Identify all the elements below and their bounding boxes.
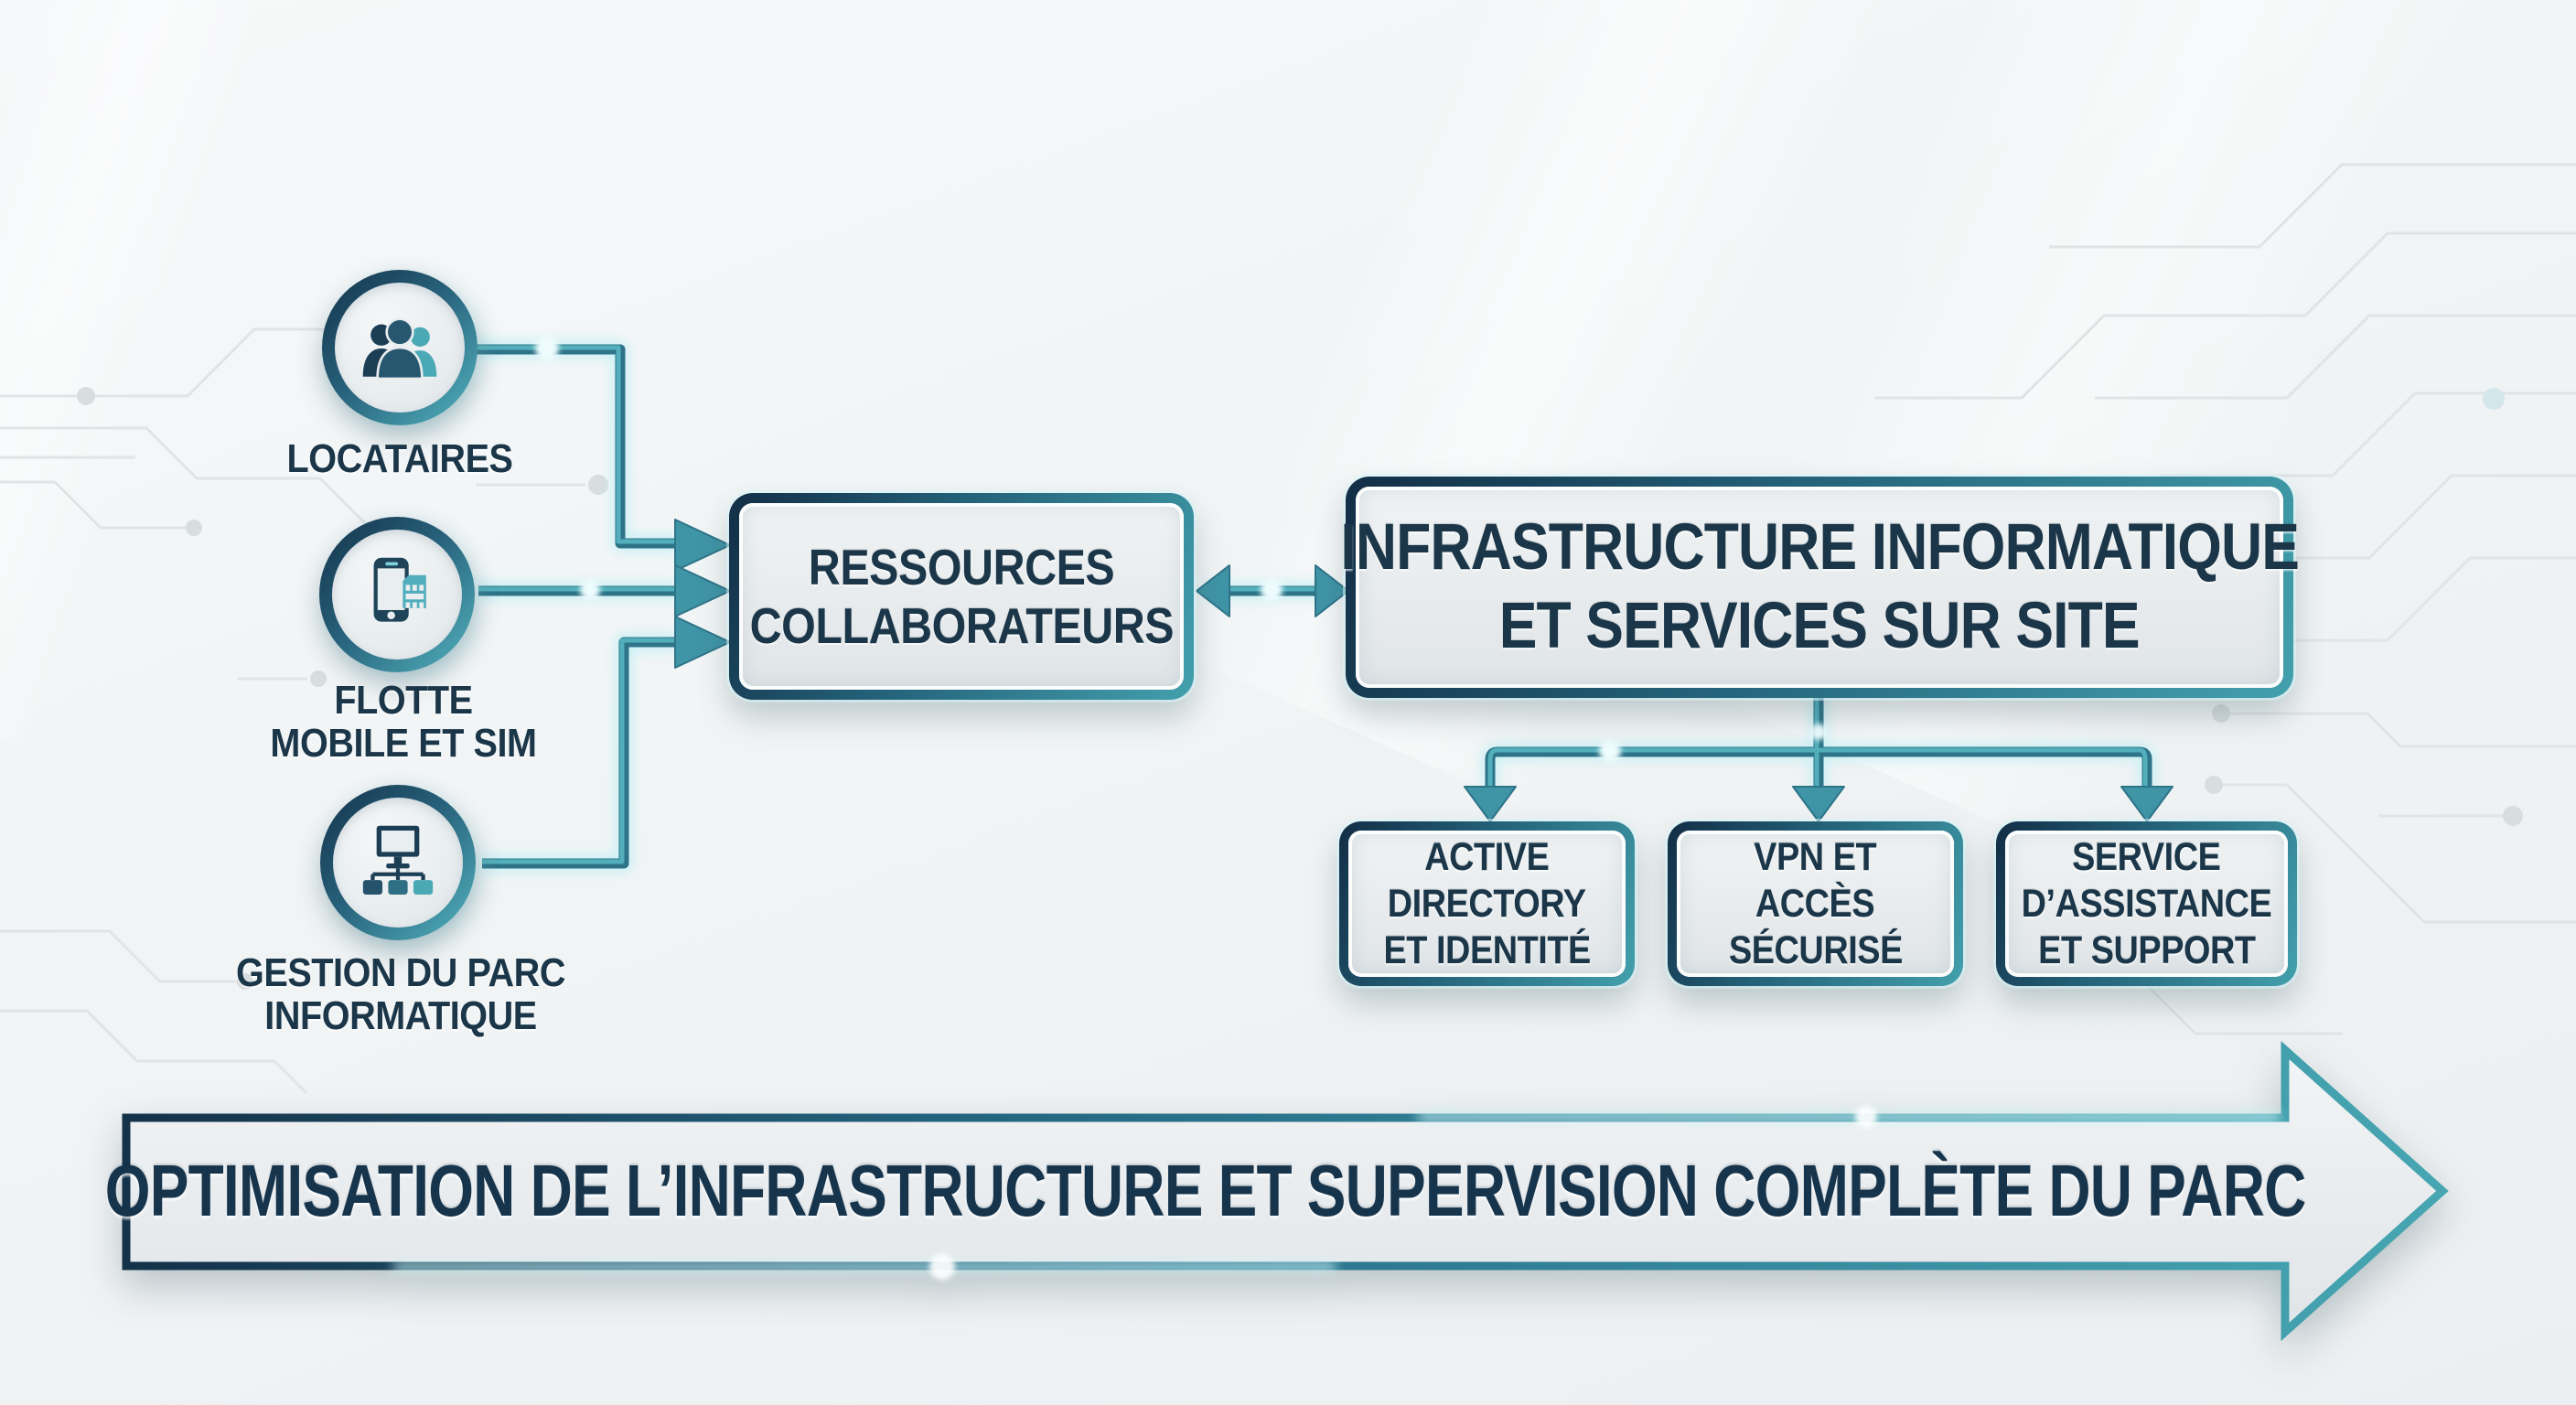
arrowhead	[1464, 786, 1517, 822]
box-ressources-collaborateurs: RESSOURCES COLLABORATEURS	[729, 493, 1194, 700]
arrowhead	[674, 616, 731, 669]
box-line: RESSOURCES	[808, 539, 1115, 595]
node-flotte-mobile	[319, 517, 475, 672]
box-line: ACCÈS	[1755, 881, 1875, 926]
box-line: D’ASSISTANCE	[2021, 881, 2272, 926]
box-line: ET SERVICES SUR SITE	[1499, 590, 2141, 662]
network-icon	[362, 825, 434, 895]
box-line: DIRECTORY	[1388, 881, 1586, 926]
box-infrastructure: INFRASTRUCTURE INFORMATIQUE ET SERVICES …	[1340, 477, 2300, 698]
label-line: FLOTTE	[334, 678, 473, 723]
box-line: SERVICE	[2072, 834, 2221, 879]
box-service-assistance: SERVICE D’ASSISTANCE ET SUPPORT	[1996, 821, 2297, 986]
box-line: COLLABORATEURS	[749, 597, 1174, 654]
users-icon	[362, 317, 437, 381]
box-vpn-acces: VPN ET ACCÈS SÉCURISÉ	[1668, 821, 1963, 986]
label-gestion-parc: GESTION DU PARC INFORMATIQUE	[218, 951, 584, 1037]
box-line: SÉCURISÉ	[1728, 928, 1903, 972]
label-line: LOCATAIRES	[286, 436, 513, 481]
label-line: INFORMATIQUE	[264, 993, 537, 1038]
arrowhead	[674, 564, 731, 617]
box-line: ET IDENTITÉ	[1383, 928, 1591, 972]
arrowhead	[674, 519, 731, 572]
mobile-sim-icon	[373, 557, 426, 622]
label-locataires: LOCATAIRES	[263, 437, 537, 480]
label-flotte-mobile: FLOTTE MOBILE ET SIM	[243, 679, 564, 765]
node-locataires	[322, 270, 478, 425]
banner-title: OPTIMISATION DE L’INFRASTRUCTURE ET SUPE…	[105, 1150, 2307, 1231]
box-line: INFRASTRUCTURE INFORMATIQUE	[1340, 511, 2299, 584]
box-line: ACTIVE	[1424, 834, 1550, 879]
arrowhead	[1315, 564, 1349, 617]
arrowhead	[1196, 564, 1230, 617]
box-line: ET SUPPORT	[2037, 928, 2256, 972]
node-gestion-parc	[320, 785, 476, 940]
box-active-directory: ACTIVE DIRECTORY ET IDENTITÉ	[1339, 821, 1635, 986]
arrowhead	[2120, 786, 2174, 822]
label-line: MOBILE ET SIM	[270, 721, 537, 766]
label-line: GESTION DU PARC	[236, 950, 565, 995]
box-line: VPN ET	[1754, 834, 1877, 879]
arrowhead	[1792, 786, 1845, 822]
